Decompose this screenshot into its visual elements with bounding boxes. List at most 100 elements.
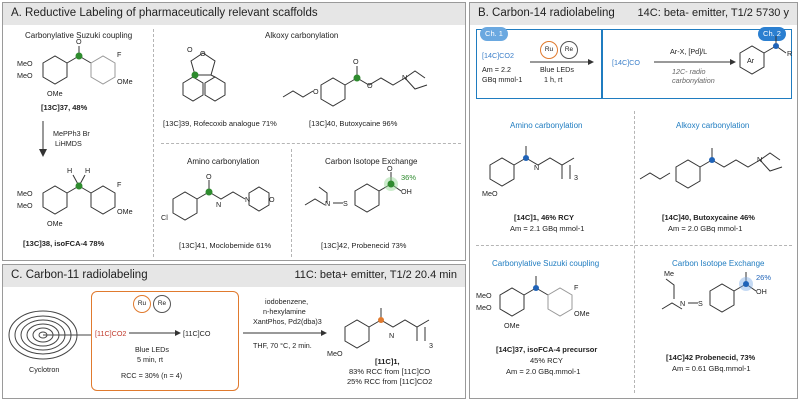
atom-o: O (387, 164, 393, 173)
re-catalyst-badge: Re (560, 41, 578, 59)
divider (153, 29, 154, 257)
c-yield-co: 83% RCC from [11C]CO (349, 367, 431, 376)
b-c42-activity: Am = 0.61 GBq.mmol-1 (672, 364, 751, 373)
re-catalyst-badge: Re (153, 295, 171, 313)
c41-label: [13C]41, Moclobemide 61% (179, 241, 272, 250)
atom-ome: OMe (117, 77, 133, 86)
cie-header: Carbon Isotope Exchange (325, 157, 418, 166)
panel-c-header: C. Carbon-11 radiolabeling 11C: beta+ em… (3, 265, 465, 287)
atom-cl: Cl (161, 213, 168, 222)
atom-ome: OMe (117, 207, 133, 216)
co2-11c: [11C]CO2 (95, 329, 127, 338)
panel-a-title: A. Reductive Labeling of pharmaceuticall… (11, 7, 318, 19)
atom-ome: OMe (504, 321, 520, 330)
atom-oh: OH (401, 187, 412, 196)
atom-o: O (313, 87, 319, 96)
atom-o: O (187, 45, 193, 54)
divider (476, 245, 792, 246)
panel-b: B. Carbon-14 radiolabeling 14C: beta- em… (469, 2, 798, 399)
panel-c-title: C. Carbon-11 radiolabeling (11, 269, 148, 281)
subscript-3: 3 (429, 341, 433, 350)
atom-meo: MeO (17, 201, 33, 210)
atom-s: S (343, 199, 348, 208)
panel-b-subtitle: 14C: beta- emitter, T1/2 5730 y (637, 7, 789, 19)
b-c42-label: [14C]42 Probenecid, 73% (666, 353, 756, 362)
c39-label: [13C]39, Rofecoxib analogue 71% (163, 119, 277, 128)
atom-ome: OMe (47, 89, 63, 98)
atom-n: N (680, 299, 686, 308)
atom-o: O (269, 195, 275, 204)
ru-catalyst-badge: Ru (540, 41, 558, 59)
amino-header: Amino carbonylation (187, 157, 260, 166)
chamber-2-box (602, 29, 792, 99)
ru-catalyst-badge: Ru (133, 295, 151, 313)
atom-meo: MeO (17, 59, 33, 68)
b-c40-label: [14C]40, Butoxycaine 46% (662, 213, 755, 222)
atom-n: N (389, 331, 395, 340)
structure-14c-37 (499, 276, 573, 317)
structure-13c-40 (282, 66, 428, 107)
panel-c: C. Carbon-11 radiolabeling 11C: beta+ em… (2, 264, 466, 399)
structure-13c-37 (42, 46, 116, 85)
reaction-arrow (39, 121, 47, 157)
atom-oh: OH (756, 287, 767, 296)
b-suzuki-header: Carbonylative Suzuki coupling (492, 259, 600, 268)
atom-ome: OMe (574, 309, 590, 318)
b-c37-label: [14C]37, isoFCA-4 precursor (496, 345, 598, 354)
ch1-badge: Ch. 1 (480, 27, 508, 41)
co-11c: [11C]CO (183, 329, 211, 338)
atom-o: O (76, 37, 82, 46)
cyclotron-icon (8, 310, 91, 360)
panel-b-header: B. Carbon-14 radiolabeling 14C: beta- em… (470, 3, 797, 25)
reagent-catalyst: XantPhos, Pd2(dba)3 (253, 317, 322, 326)
atom-o: O (367, 81, 373, 90)
panel-c-subtitle: 11C: beta+ emitter, T1/2 20.4 min (294, 269, 457, 281)
structure-13c-38 (42, 174, 116, 215)
divider (634, 111, 635, 393)
atom-meo: MeO (476, 303, 492, 312)
panel-b-title: B. Carbon-14 radiolabeling (478, 7, 615, 19)
ch2-badge: Ch. 2 (758, 27, 786, 41)
c-c1-label: [11C]1, (375, 357, 400, 366)
b-cie-header: Carbon Isotope Exchange (672, 259, 765, 268)
atom-n: N (245, 195, 251, 204)
reagent-hexylamine: n-hexylamine (263, 307, 306, 316)
radio-carbonylation-2: carbonylation (672, 76, 715, 85)
blue-leds: Blue LEDs (135, 345, 169, 354)
c11-reactor-box (91, 291, 239, 391)
atom-meo: MeO (17, 189, 33, 198)
atom-n: N (402, 73, 408, 82)
b-c40-activity: Am = 2.0 GBq mmol-1 (668, 224, 743, 233)
atom-f: F (117, 50, 122, 59)
c40-label: [13C]40, Butoxycaine 96% (309, 119, 398, 128)
flow-arrows (530, 36, 787, 75)
reagent-iodobenzene: iodobenzene, (265, 297, 309, 306)
molar-activity-units: GBq mmol-1 (482, 75, 523, 84)
atom-s: S (698, 299, 703, 308)
reaction-conditions: THF, 70 °C, 2 min. (253, 341, 312, 350)
structure-13c-39 (182, 52, 226, 102)
atom-n: N (325, 199, 331, 208)
b-c1-label: [14C]1, 46% RCY (514, 213, 575, 222)
atom-meo: MeO (327, 349, 343, 358)
atom-r: R (787, 49, 793, 58)
panel-a-header: A. Reductive Labeling of pharmaceuticall… (3, 3, 465, 25)
atom-me: Me (664, 269, 674, 278)
alkoxy-header: Alkoxy carbonylation (265, 31, 339, 40)
atom-o: O (200, 49, 206, 58)
radio-carbonylation-1: 12C- radio (672, 67, 706, 76)
panel-a: A. Reductive Labeling of pharmaceuticall… (2, 2, 466, 261)
aryl-halide-conditions: Ar-X, [Pd]/L (670, 47, 708, 56)
suzuki-header: Carbonylative Suzuki coupling (25, 31, 133, 40)
structure-13c-42 (304, 172, 402, 213)
atom-f: F (117, 180, 122, 189)
c42-isotope-pct: 36% (401, 173, 417, 182)
atom-h: H (85, 166, 91, 175)
reagent-phosphonium: MePPh3 Br (53, 129, 90, 138)
reaction-time: 5 min, rt (137, 355, 163, 364)
atom-n: N (534, 163, 540, 172)
co2-14c: [14C]CO2 (482, 51, 514, 60)
b-c37-activity: Am = 2.0 GBq.mmol-1 (506, 367, 581, 376)
c42-label: [13C]42, Probenecid 73% (321, 241, 407, 250)
structure-14c-1 (489, 146, 575, 187)
